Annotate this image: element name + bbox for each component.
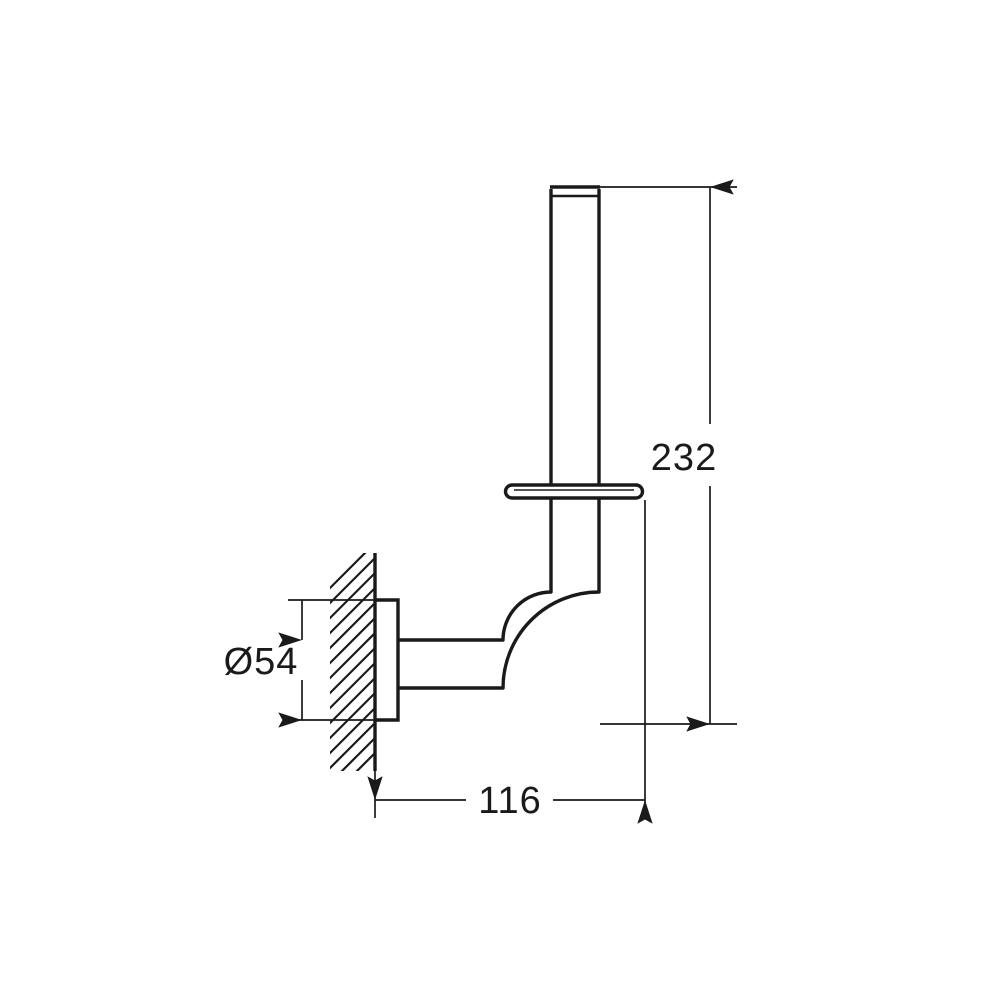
tube-inner-profile [398,189,553,642]
wall-flange-plate [375,598,400,722]
dimension-label-projection: 116 [478,780,542,822]
dimension-diameter-54: Ø54 [224,599,378,728]
wall-hatching [330,553,375,771]
dimension-height-232: 232 [594,179,737,732]
dimension-projection-116: 116 [367,500,653,824]
dimension-label-height: 232 [651,437,717,479]
dimension-label-diameter: Ø54 [224,641,299,683]
tube-outer-profile [398,189,601,690]
retaining-disc [503,483,645,500]
